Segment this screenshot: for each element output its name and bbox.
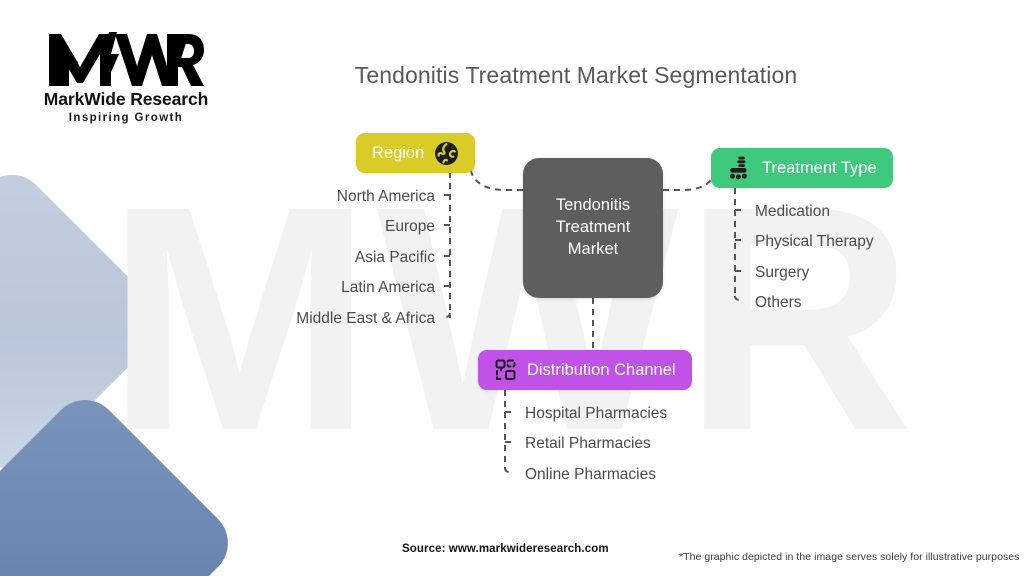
list-item[interactable]: Retail Pharmacies	[525, 435, 651, 452]
sitemap-icon	[494, 358, 518, 382]
list-item[interactable]: Latin America	[341, 279, 435, 296]
branch-label-region: Region	[372, 143, 425, 162]
mwr-monogram-icon	[49, 32, 204, 86]
list-item[interactable]: Others	[755, 294, 802, 311]
center-node-line-1: Tendonitis	[555, 196, 631, 215]
list-item[interactable]: Physical Therapy	[755, 233, 874, 250]
list-item[interactable]: Surgery	[755, 264, 810, 281]
list-item[interactable]: Europe	[385, 218, 435, 235]
center-node[interactable]: Tendonitis Treatment Market	[523, 158, 663, 298]
list-item[interactable]: Hospital Pharmacies	[525, 405, 668, 422]
brand-logo: MarkWide Research Inspiring Growth	[26, 30, 226, 124]
list-item[interactable]: Asia Pacific	[354, 249, 435, 266]
branch-badge-treatment-type[interactable]: Treatment Type	[711, 148, 893, 188]
list-item[interactable]: North America	[336, 188, 435, 205]
branch-label-treatment-type: Treatment Type	[762, 158, 877, 177]
bandaged-limb-icon	[727, 155, 753, 181]
branch-badge-region[interactable]: Region	[356, 133, 476, 173]
list-item[interactable]: Medication	[755, 203, 830, 220]
brand-tagline: Inspiring Growth	[68, 112, 184, 124]
brand-watermark: MWR	[106, 139, 918, 497]
disclaimer-label: *The graphic depicted in the image serve…	[679, 551, 1020, 563]
list-item[interactable]: Middle East & Africa	[296, 310, 435, 327]
brand-name: MarkWide Research	[43, 89, 209, 109]
page-title: Tendonitis Treatment Market Segmentation	[354, 62, 798, 88]
globe-icon	[434, 141, 459, 166]
list-item[interactable]: Online Pharmacies	[525, 466, 656, 483]
branch-label-distribution-channel: Distribution Channel	[527, 360, 676, 379]
source-label: Source: www.markwideresearch.com	[402, 543, 609, 555]
center-node-line-2: Treatment	[555, 218, 631, 237]
center-node-line-3: Market	[567, 239, 619, 258]
branch-badge-distribution-channel[interactable]: Distribution Channel	[478, 350, 692, 390]
